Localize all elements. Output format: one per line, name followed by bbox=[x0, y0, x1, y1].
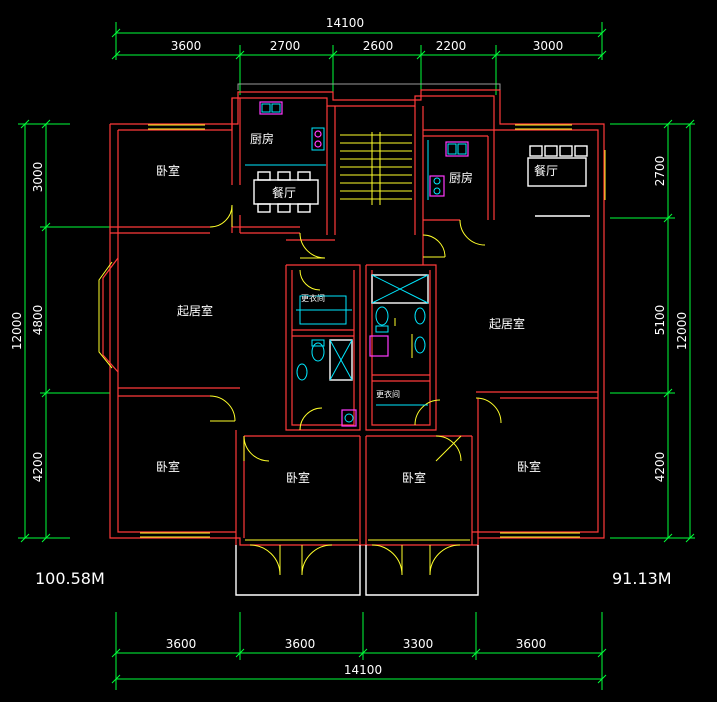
dim-top-seg: 3600 bbox=[171, 39, 202, 53]
dim-top-total: 14100 bbox=[326, 16, 364, 30]
dim-bottom-total: 14100 bbox=[344, 663, 382, 677]
room-dining-right: 餐厅 bbox=[534, 163, 558, 178]
area-right-unit: 91.13M bbox=[612, 569, 672, 588]
room-bedroom-s2: 卧室 bbox=[286, 470, 310, 485]
room-bedroom-s3: 卧室 bbox=[402, 470, 426, 485]
room-bedroom-nw: 卧室 bbox=[156, 163, 180, 178]
dim-bottom-seg: 3600 bbox=[166, 637, 197, 651]
room-kitchen-right: 厨房 bbox=[449, 170, 473, 185]
dim-right-seg: 5100 bbox=[653, 305, 667, 336]
dim-right-seg: 2700 bbox=[653, 156, 667, 187]
room-living-right: 起居室 bbox=[489, 316, 525, 331]
windows bbox=[140, 124, 606, 541]
room-wardrobe-right: 更衣间 bbox=[376, 389, 400, 399]
room-dining-left: 餐厅 bbox=[272, 185, 296, 200]
dim-left-total: 12000 bbox=[10, 312, 24, 350]
room-wardrobe-left: 更衣间 bbox=[301, 293, 325, 303]
room-living-left: 起居室 bbox=[177, 303, 213, 318]
doors bbox=[209, 204, 502, 576]
dim-bottom-seg: 3300 bbox=[403, 637, 434, 651]
fixtures bbox=[245, 101, 590, 427]
room-bedroom-sw: 卧室 bbox=[156, 459, 180, 474]
balconies bbox=[235, 83, 501, 596]
dim-top-seg: 2700 bbox=[270, 39, 301, 53]
dim-top-seg: 2600 bbox=[363, 39, 394, 53]
walls bbox=[98, 89, 605, 546]
dim-left-seg: 3000 bbox=[31, 162, 45, 193]
dim-bottom-seg: 3600 bbox=[285, 637, 316, 651]
dim-right-seg: 4200 bbox=[653, 452, 667, 483]
dim-right-total: 12000 bbox=[675, 312, 689, 350]
area-left-unit: 100.58M bbox=[35, 569, 105, 588]
dim-top-seg: 2200 bbox=[436, 39, 467, 53]
dim-left-seg: 4800 bbox=[31, 305, 45, 336]
dim-left-seg: 4200 bbox=[31, 452, 45, 483]
room-kitchen-left: 厨房 bbox=[250, 131, 274, 146]
room-bedroom-se: 卧室 bbox=[517, 459, 541, 474]
dim-bottom-seg: 3600 bbox=[516, 637, 547, 651]
dim-top-seg: 3000 bbox=[533, 39, 564, 53]
dimension-lines bbox=[18, 22, 695, 690]
stair bbox=[340, 132, 412, 205]
